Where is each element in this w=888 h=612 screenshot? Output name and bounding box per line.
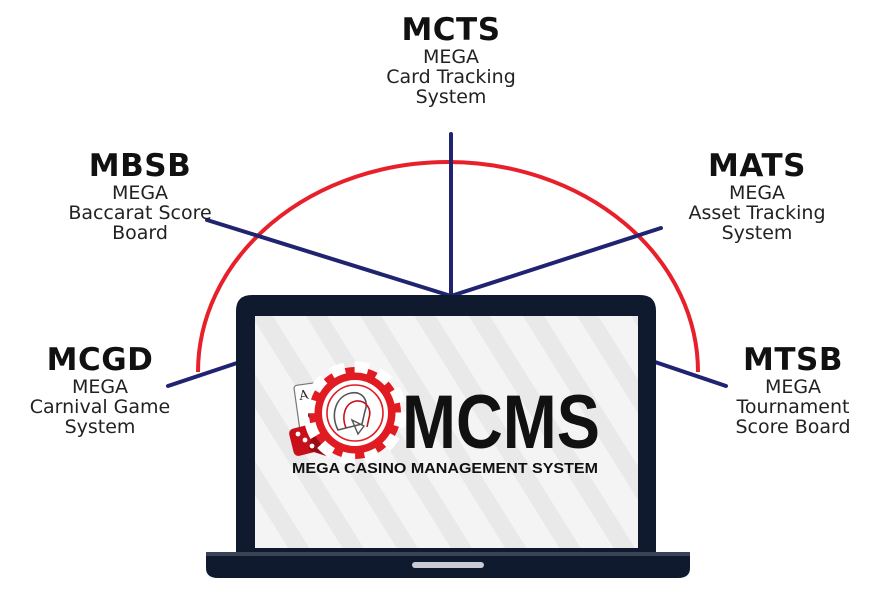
module-line: System xyxy=(721,222,793,245)
module-line: MEGA xyxy=(728,181,786,204)
module-mcts: MCTS MEGA Card Tracking System xyxy=(351,12,551,109)
module-mtsb: MTSB MEGA Tournament Score Board xyxy=(693,342,888,439)
logo-tagline: MEGA CASINO MANAGEMENT SYSTEM xyxy=(292,460,598,477)
spokes xyxy=(166,132,728,388)
logo-wordmark: MCMS xyxy=(402,380,600,465)
module-line: Carnival Game xyxy=(29,395,171,418)
module-line: Baccarat Score xyxy=(68,201,212,224)
spoke-mcgd xyxy=(166,360,242,388)
module-line: Asset Tracking xyxy=(688,201,826,224)
module-line: MEGA xyxy=(111,181,169,204)
trackpad-notch xyxy=(412,562,484,568)
module-line: MEGA xyxy=(71,375,129,398)
module-line: MEGA xyxy=(764,375,822,398)
module-abbr: MATS xyxy=(708,148,806,184)
module-mbsb: MBSB MEGA Baccarat Score Board xyxy=(40,148,240,245)
module-mcgd: MCGD MEGA Carnival Game System xyxy=(0,342,200,439)
module-mats: MATS MEGA Asset Tracking System xyxy=(657,148,857,245)
module-line: Score Board xyxy=(735,416,851,439)
module-line: System xyxy=(415,86,487,109)
module-line: Card Tracking xyxy=(386,65,516,88)
spoke-mbsb xyxy=(205,218,453,298)
module-abbr: MCGD xyxy=(46,342,154,378)
laptop-base-highlight xyxy=(206,552,690,556)
laptop xyxy=(206,295,690,578)
module-line: MEGA xyxy=(422,45,480,68)
module-abbr: MTSB xyxy=(743,342,843,378)
module-abbr: MBSB xyxy=(88,148,192,184)
module-line: Tournament xyxy=(736,395,850,418)
casino-chip-icon xyxy=(303,361,407,465)
module-line: System xyxy=(64,416,136,439)
spoke-mats xyxy=(449,226,663,298)
mcms-logo: A MCMS MEGA CASINO MANAGEMENT SYSTEM xyxy=(289,361,600,477)
connection-arc xyxy=(196,160,700,373)
spoke-mtsb xyxy=(653,360,728,388)
module-abbr: MCTS xyxy=(401,12,501,48)
module-line: Board xyxy=(112,222,168,245)
